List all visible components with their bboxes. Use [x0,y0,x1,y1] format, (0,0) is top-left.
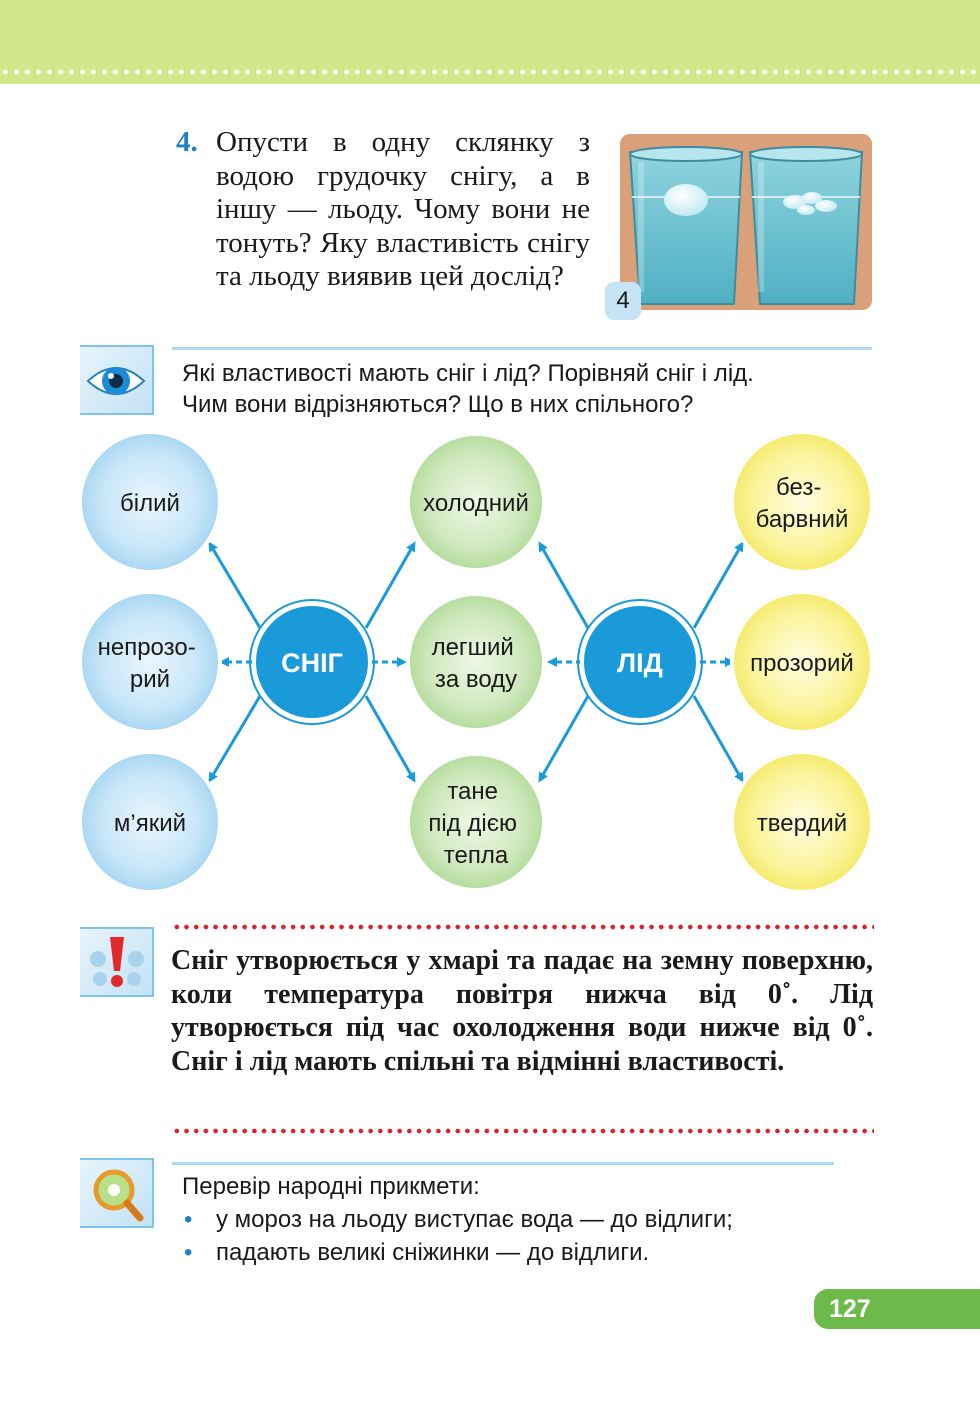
page-number: 127 [814,1289,980,1329]
ice-properties: без- барвний прозорий твердий [730,430,874,894]
list-item: падають великі сніжинки — до відлиги. [182,1236,882,1269]
header-band [0,0,980,84]
label-transparent: прозорий [750,650,854,677]
magnifier-icon [93,1169,144,1222]
folk-signs: Перевір народні прикмети: у мороз на льо… [182,1170,882,1269]
glasses-of-water-image [620,134,872,310]
arrow-ice-colorless [692,541,744,629]
snow-hub: СНІГ [249,599,375,725]
eye-icon [86,367,146,395]
circle-lighter [406,592,546,732]
glasses-illustration [620,134,872,310]
fact-bottom-dotted-border [172,1128,874,1134]
circle-snow-white [78,430,222,574]
exclamation-icon [90,937,144,987]
label-white: білий [120,490,180,517]
snow-hub-label: СНІГ [281,648,343,678]
label-cold: холодний [423,490,529,517]
observe-line-2: Чим вони відрізняються? Що в них спільно… [182,391,694,418]
arrow-ice-cold [538,541,590,629]
header-dotted-border [0,68,980,76]
arrow-ice-hard [692,695,744,783]
observe-question: Які властивості мають сніг і лід? Порівн… [182,358,882,420]
snow-lump [664,184,708,216]
snow-properties: білий непрозо- рий м’який [78,430,222,894]
task-text: Опусти в одну склянку з водою грудочку с… [216,126,590,292]
check-icon-box [80,1158,154,1228]
common-properties: холодний легший за воду тане під дією те… [406,432,546,892]
folk-signs-list: у мороз на льоду виступає вода — до відл… [182,1203,882,1269]
circle-hard [730,750,874,894]
label-melts: тане під дією тепла [428,778,523,869]
circle-cold [406,432,546,572]
properties-diagram: білий непрозо- рий м’який холодний легши… [78,430,874,894]
observe-rule [172,347,872,350]
circle-colorless [730,430,874,574]
label-soft: м’який [114,810,186,837]
ice-hub-label: ЛІД [617,648,663,678]
observe-icon-box [80,345,154,415]
circle-transparent [730,590,874,734]
task-4: 4. Опусти в одну склянку з водою грудочк… [176,126,590,294]
arrow-snow-soft [208,695,262,783]
fact-text: Сніг утворюється у хмарі та падає на зем… [171,945,873,1077]
arrow-snow-white [208,541,262,629]
remember-icon-box [80,927,154,997]
ice-hub-circle [580,602,700,722]
label-opaque: непрозо- рий [98,634,203,693]
list-item: у мороз на льоду виступає вода — до відл… [182,1203,882,1236]
circle-snow-soft [78,750,222,894]
label-lighter: легший за воду [432,634,521,693]
fact-top-dotted-border [172,924,874,930]
check-title: Перевір народні прикмети: [182,1173,480,1200]
observe-line-1: Які властивості мають сніг і лід? Порівн… [182,360,754,387]
arrow-snow-cold [364,541,416,629]
check-rule [172,1162,834,1165]
ice-hub: ЛІД [577,599,703,725]
arrow-ice-melts [538,695,590,783]
task-number: 4. [176,126,198,158]
figure-label: 4 [605,282,641,320]
circle-melts [406,752,546,892]
circle-snow-opaque [78,590,222,734]
arrow-snow-melts [364,695,416,783]
label-colorless: без- барвний [756,474,849,533]
snow-hub-circle [252,602,372,722]
label-hard: твердий [757,810,847,837]
